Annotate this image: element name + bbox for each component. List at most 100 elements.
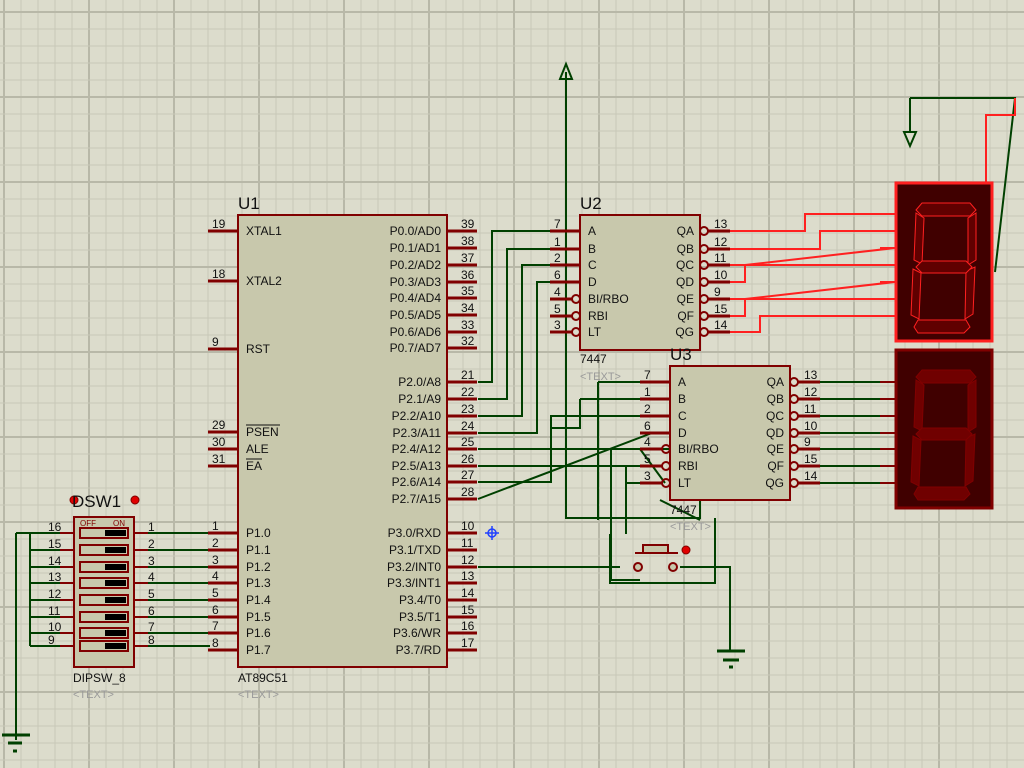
pin-number: 2 [148, 537, 155, 551]
dsw1-off-label: OFF [80, 519, 96, 528]
pin-number: 12 [714, 235, 728, 249]
cursor-crosshair-icon [485, 526, 499, 540]
pin-label: P1.5 [246, 610, 271, 624]
pin-number: 29 [212, 418, 226, 432]
pin-number: 7 [644, 368, 651, 382]
pin-label: P2.3/A11 [393, 426, 442, 440]
pin-number: 9 [804, 435, 811, 449]
seg-e [910, 435, 922, 487]
seven-seg-display-top[interactable] [880, 181, 994, 343]
pin-number: 24 [461, 419, 475, 433]
pin-label: P0.5/AD5 [390, 308, 442, 322]
pin[interactable]: 9QE [767, 435, 820, 456]
seven-seg-display-bottom[interactable] [880, 348, 994, 510]
pin-number: 7 [554, 217, 561, 231]
wire-u3-disp [800, 381, 895, 484]
seg-b [967, 212, 977, 266]
pin-number: 11 [804, 402, 817, 416]
pushbutton[interactable] [633, 544, 691, 572]
pin[interactable]: 9QE [677, 285, 730, 306]
pin-number: 12 [461, 553, 475, 567]
pin-number: 9 [714, 285, 721, 299]
